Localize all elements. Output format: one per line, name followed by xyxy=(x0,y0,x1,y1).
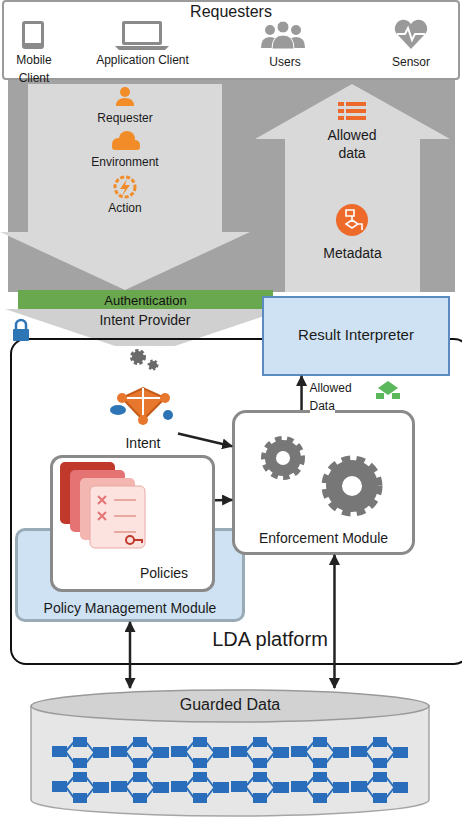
padlock-icon xyxy=(13,320,29,341)
text-slot: Intent Provider xyxy=(45,311,245,329)
allowed-data-icon xyxy=(338,102,366,120)
node-text: Requesters xyxy=(190,3,272,20)
allowed-data-green-icon xyxy=(376,381,400,399)
node-text: Environment xyxy=(91,155,158,169)
process-box: Result Interpreter xyxy=(262,296,450,376)
data-network-pattern xyxy=(52,737,408,805)
node-text: Policy Management Module xyxy=(44,600,217,616)
icon-caption: Application Client xyxy=(96,53,189,67)
icon-caption-slot: Users xyxy=(245,52,325,70)
icon-caption: Sensor xyxy=(392,55,430,69)
users-icon xyxy=(261,21,305,49)
node-text: LDA platform xyxy=(212,628,328,650)
text-slot: Action xyxy=(65,198,185,216)
connector-arrow xyxy=(300,376,303,410)
laptop-icon xyxy=(115,21,169,50)
connector-arrow xyxy=(178,433,232,446)
text-slot: Authentication xyxy=(18,291,273,309)
text-slot: Policies xyxy=(119,564,209,582)
edge-label: Allowed Data xyxy=(310,381,352,413)
icon-caption-slot: Sensor xyxy=(375,52,447,70)
connector-arrow xyxy=(129,622,132,688)
intent-node: Intent xyxy=(108,378,178,455)
text-slot: Result Interpreter xyxy=(264,326,448,344)
connector-arrow xyxy=(215,499,232,502)
text-slot: LDA platform xyxy=(204,628,336,651)
edge-label-slot: Allowed Data xyxy=(310,378,372,415)
text-slot: Policy Management Module xyxy=(18,599,242,617)
node-text: Intent xyxy=(125,435,160,451)
node-text: Authentication xyxy=(104,293,186,308)
mobile-icon xyxy=(22,21,44,49)
policies-box: Policies xyxy=(50,455,215,592)
connector-arrow xyxy=(333,555,336,688)
policy-cards-icon xyxy=(60,462,145,548)
module-box: Policy Management Module Policies xyxy=(15,528,245,622)
node-text: Result Interpreter xyxy=(298,326,414,343)
node-text: Action xyxy=(108,201,141,215)
process-gears-icon xyxy=(132,351,157,369)
icon-caption-slot: Mobile Client xyxy=(4,50,64,87)
text-slot: Environment xyxy=(65,152,185,170)
action-icon xyxy=(115,177,135,197)
request-arrow: RequesterEnvironmentAction xyxy=(0,84,250,290)
node-text: Requester xyxy=(97,111,152,125)
text-slot: Requester xyxy=(65,108,185,126)
icon-caption: Mobile Client xyxy=(16,53,51,85)
process-box: Enforcement Module xyxy=(232,410,415,555)
intent-icon xyxy=(110,388,173,425)
text-slot: Requesters xyxy=(4,3,458,21)
sensor-icon xyxy=(395,20,427,49)
node-text: Metadata xyxy=(323,245,381,261)
authentication-bar: Authentication xyxy=(18,290,273,312)
node-text: Guarded Data xyxy=(180,696,281,713)
text-slot: Allowed data xyxy=(317,126,387,163)
icon-caption: Users xyxy=(269,55,300,69)
metadata-icon xyxy=(336,204,368,236)
requester-icon xyxy=(116,87,134,106)
enforcement-gears-icon xyxy=(265,440,378,512)
platform-boundary: LDA platformResult InterpreterIntentPoli… xyxy=(10,338,462,665)
text-slot: Guarded Data xyxy=(30,696,430,714)
icon-caption-slot: Application Client xyxy=(95,50,190,68)
response-arrow: Allowed dataMetadata xyxy=(255,84,450,292)
text-slot: Enforcement Module xyxy=(235,529,412,547)
text-slot: Metadata xyxy=(295,244,410,262)
node-text: Policies xyxy=(140,565,188,581)
environment-icon xyxy=(112,131,140,150)
node-text: Intent Provider xyxy=(99,312,190,328)
node-text: Allowed data xyxy=(327,127,376,161)
database-cylinder: Guarded Data xyxy=(30,688,430,817)
intent-provider-funnel: Intent Provider xyxy=(5,309,285,346)
requester-panel: Requesters xyxy=(2,0,460,80)
text-slot: Intent xyxy=(108,434,178,452)
node-text: Enforcement Module xyxy=(259,530,388,546)
